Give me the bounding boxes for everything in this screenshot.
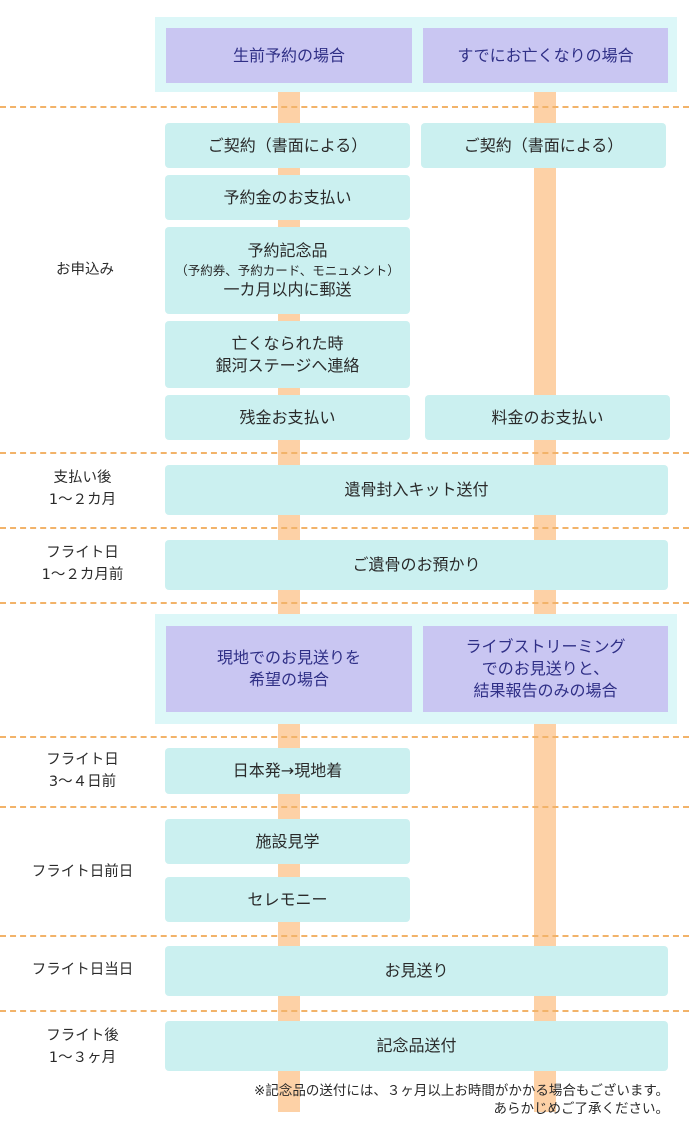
divider bbox=[0, 527, 689, 529]
step-kit: 遺骨封入キット送付 bbox=[165, 465, 668, 515]
divider bbox=[0, 452, 689, 454]
step-deposit: 予約金のお支払い bbox=[165, 175, 410, 220]
label-flight-eve: フライト日前日 bbox=[31, 864, 134, 880]
label-after-flight: フライト後 1～３ヶ月 bbox=[46, 1028, 119, 1066]
footnote: ※記念品の送付には、３ヶ月以上お時間がかかる場合もございます。 あらかじめご了承… bbox=[254, 1083, 669, 1117]
divider bbox=[0, 106, 689, 108]
label-flight-3-4-days: フライト日 3～４日前 bbox=[46, 752, 119, 790]
step-contract-left: ご契約（書面による） bbox=[165, 123, 410, 168]
step-departure: 日本発→現地着 bbox=[165, 748, 410, 794]
header-onsite-sendoff: 現地でのお見送りを 希望の場合 bbox=[166, 626, 412, 712]
step-fee: 料金のお支払い bbox=[425, 395, 670, 440]
divider bbox=[0, 806, 689, 808]
label-flight-1-2-months: フライト日 1～２カ月前 bbox=[41, 545, 124, 583]
step-facility-tour: 施設見学 bbox=[165, 819, 410, 864]
header-already-deceased: すでにお亡くなりの場合 bbox=[423, 28, 668, 83]
step-ceremony: セレモニー bbox=[165, 877, 410, 922]
step-custody: ご遺骨のお預かり bbox=[165, 540, 668, 590]
step-balance: 残金お支払い bbox=[165, 395, 410, 440]
step-memorial: 記念品送付 bbox=[165, 1021, 668, 1071]
step-contact: 亡くなられた時 銀河ステージへ連絡 bbox=[165, 321, 410, 388]
label-flight-day: フライト日当日 bbox=[31, 962, 134, 978]
label-apply: お申込み bbox=[56, 262, 114, 278]
divider bbox=[0, 1010, 689, 1012]
header-pre-reservation: 生前予約の場合 bbox=[166, 28, 412, 83]
step-contract-right: ご契約（書面による） bbox=[421, 123, 666, 168]
label-after-payment: 支払い後 1～２カ月 bbox=[48, 470, 117, 508]
step-memento: 予約記念品 （予約券、予約カード、モニュメント） 一カ月以内に郵送 bbox=[165, 227, 410, 314]
divider bbox=[0, 736, 689, 738]
divider bbox=[0, 935, 689, 937]
header-live-streaming: ライブストリーミング でのお見送りと、 結果報告のみの場合 bbox=[423, 626, 668, 712]
step-sendoff: お見送り bbox=[165, 946, 668, 996]
divider bbox=[0, 602, 689, 604]
